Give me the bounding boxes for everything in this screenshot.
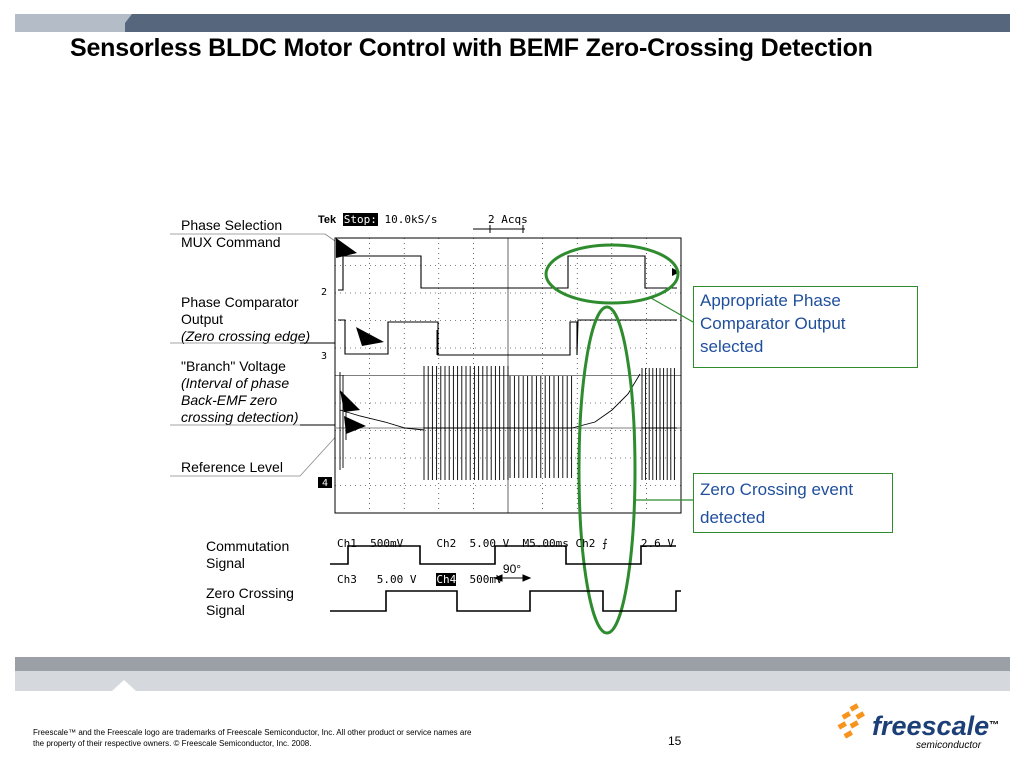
scope-rate: 10.0kS/s — [384, 213, 438, 226]
acq-bracket — [473, 225, 525, 233]
leader-lines — [170, 233, 349, 477]
freescale-logo-mark — [837, 703, 865, 739]
label-phase-comparator: Phase Comparator Output (Zero crossing e… — [181, 294, 311, 344]
angle-label: 90° — [503, 562, 521, 576]
label-reference-level: Reference Level — [181, 459, 283, 475]
freescale-logo-text: freescale™ — [872, 711, 1000, 741]
callout-zero-crossing-event: Zero Crossing event detected — [693, 473, 893, 533]
trace-mux — [338, 255, 677, 291]
zero-crossing-signal — [330, 590, 681, 612]
label-commutation: Commutation Signal — [206, 538, 290, 571]
trace-comparator — [338, 319, 677, 356]
channel-markers: 4 2 3 — [318, 268, 680, 489]
footer-legal: Freescale™ and the Freescale logo are tr… — [33, 728, 472, 748]
scope-readout: Ch1 500mV Ch2 5.00 V M5.00ms Ch2 ⨍ 2.6 V… — [337, 537, 674, 586]
label-branch-voltage: "Branch" Voltage (Interval of phase Back… — [181, 358, 299, 425]
page-number: 15 — [668, 734, 682, 748]
ch3-marker: 3 — [321, 351, 327, 362]
footer-bar — [15, 657, 1010, 671]
ch2-marker: 2 — [321, 287, 327, 298]
highlight-ellipse-output — [544, 243, 680, 305]
slide-title: Sensorless BLDC Motor Control with BEMF … — [70, 34, 873, 62]
trace-branch-pwm — [423, 366, 675, 480]
freescale-logo-sub: semiconductor — [916, 740, 982, 751]
callout-connector-1 — [650, 297, 701, 327]
callout-phase-output: Appropriate Phase Comparator Output sele… — [693, 286, 918, 368]
scope-header: Tek Stop: 10.0kS/s — [318, 213, 438, 226]
pointer-arrows — [336, 238, 384, 434]
label-zero-crossing: Zero Crossing Signal — [206, 585, 294, 618]
scope-brand: Tek — [318, 214, 337, 226]
footer-notch — [112, 680, 136, 691]
angle-marker — [493, 574, 532, 582]
header-bar — [125, 14, 1010, 32]
header-bar-light — [15, 14, 125, 32]
scope-state: Stop: — [342, 213, 378, 226]
footer-bar-light — [15, 671, 1010, 691]
commutation-signal — [330, 545, 676, 565]
header-bar-notch — [118, 14, 132, 23]
label-phase-selection: Phase Selection MUX Command — [181, 217, 283, 250]
ch4-marker-text: 4 — [322, 478, 328, 489]
scope-acqs: 2 Acqs — [488, 213, 528, 226]
highlight-ellipse-zc — [577, 305, 637, 635]
